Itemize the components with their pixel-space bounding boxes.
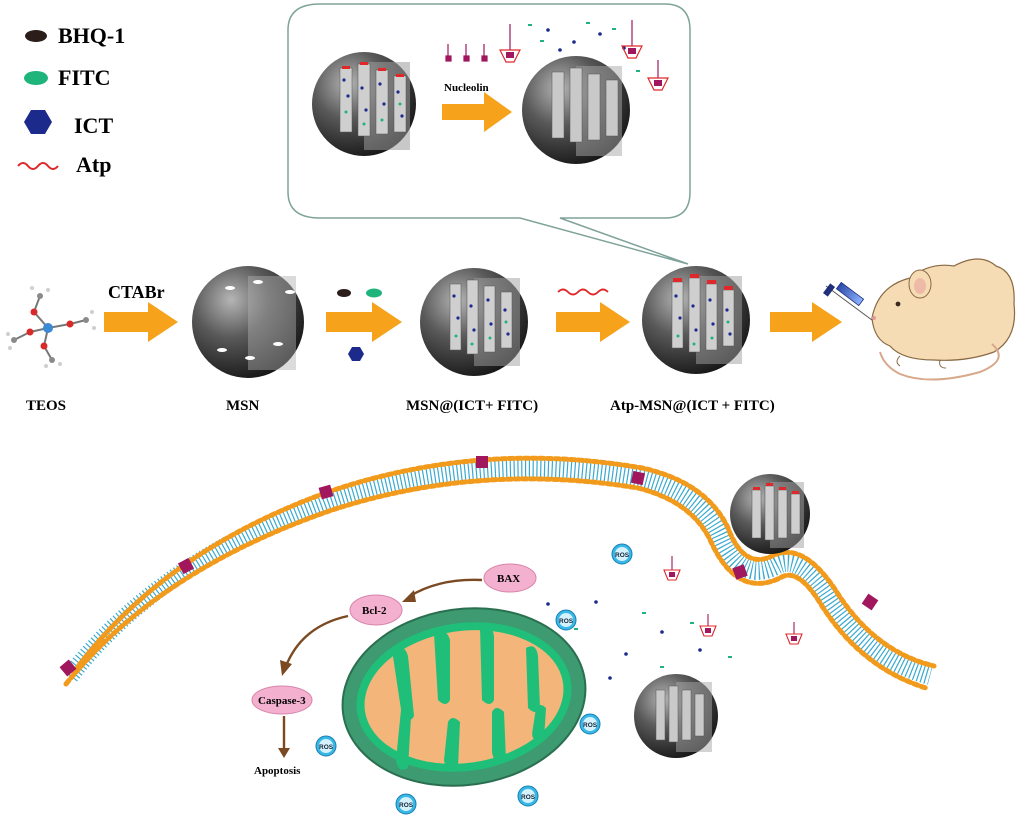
fitc-dot-icon [366,288,382,298]
callout-bubble: Nucleolin [287,3,691,265]
arrow-msn-to-loaded [326,302,402,342]
syringe-icon [822,281,881,327]
msn-loaded-sphere [420,268,528,376]
bax-to-bcl2-arrow [409,578,483,598]
ctabr-label: CTABr [108,282,165,302]
svg-text:Bcl-2: Bcl-2 [362,605,387,617]
ros-bubble-5: ROS [517,785,539,807]
svg-text:ROS: ROS [399,802,414,809]
svg-text:ROS: ROS [583,722,598,729]
ros-bubble-6: ROS [395,793,417,815]
bhq1-dot-icon [337,289,351,297]
ros-bubble-2: ROS [555,609,577,631]
apoptosis-pathway: BAX Bcl-2 Caspase-3 Apoptosis [251,563,537,777]
callout-released-sphere [522,56,630,164]
legend-ict-icon [24,110,52,134]
bcl2-to-caspase-arrow [284,614,349,667]
callout-arrow-label: Nucleolin [444,82,489,94]
legend: BHQ-1 FITC ICT Atp [17,23,125,177]
stage-label-msn-loaded: MSN@(ICT+ FITC) [406,398,538,414]
released-sphere-in-cell [634,674,718,758]
stage-label-atp-msn: Atp-MSN@(ICT + FITC) [610,398,775,414]
mitochondrion [341,607,587,787]
svg-text:ROS: ROS [615,552,630,559]
synthesis-row: TEOS CTABr MSN MSN@(ICT+ FITC) [6,258,1016,414]
svg-text:ROS: ROS [559,618,574,625]
cell-membrane [62,455,937,691]
membrane-receptors [59,456,879,677]
bax-node: BAX [483,563,537,593]
ict-hex-icon [348,347,364,361]
endocytosed-sphere [730,474,810,554]
atp-msn-sphere [642,266,750,374]
svg-text:ROS: ROS [521,794,536,801]
legend-ict-label: ICT [74,113,113,138]
arrow-teos-to-msn [104,302,178,342]
mouse-illustration [871,258,1016,381]
arrow-loaded-to-atp [556,302,630,342]
ros-bubble-4: ROS [315,735,337,757]
legend-atp-label: Atp [76,152,111,177]
legend-fitc-label: FITC [58,65,111,90]
atp-wave-icon [557,288,609,296]
svg-text:BAX: BAX [497,573,520,585]
stage-label-teos: TEOS [26,398,66,414]
msn-sphere [192,266,304,378]
ros-bubbles: ROS ROS ROS ROS ROS ROS [315,543,633,815]
svg-text:ROS: ROS [319,744,334,751]
nucleolin-receptors [445,44,488,62]
legend-fitc-icon [24,71,48,85]
legend-atp-icon [17,162,59,170]
apoptosis-label: Apoptosis [254,765,301,777]
stage-label-msn: MSN [226,398,260,414]
intracellular-molecules [546,556,803,680]
ros-bubble-3: ROS [579,713,601,735]
svg-text:Caspase-3: Caspase-3 [258,695,306,707]
receptor-complex-icons [499,20,669,91]
callout-arrow [442,92,512,132]
callout-loaded-sphere [312,52,416,156]
legend-bhq1-label: BHQ-1 [58,23,125,48]
caspase-node: Caspase-3 [251,685,313,715]
bcl2-node: Bcl-2 [349,594,403,626]
teos-molecule-icon [6,286,96,368]
arrow-atp-to-mouse [770,302,842,342]
legend-bhq1-icon [25,30,47,42]
ros-bubble-1: ROS [611,543,633,565]
